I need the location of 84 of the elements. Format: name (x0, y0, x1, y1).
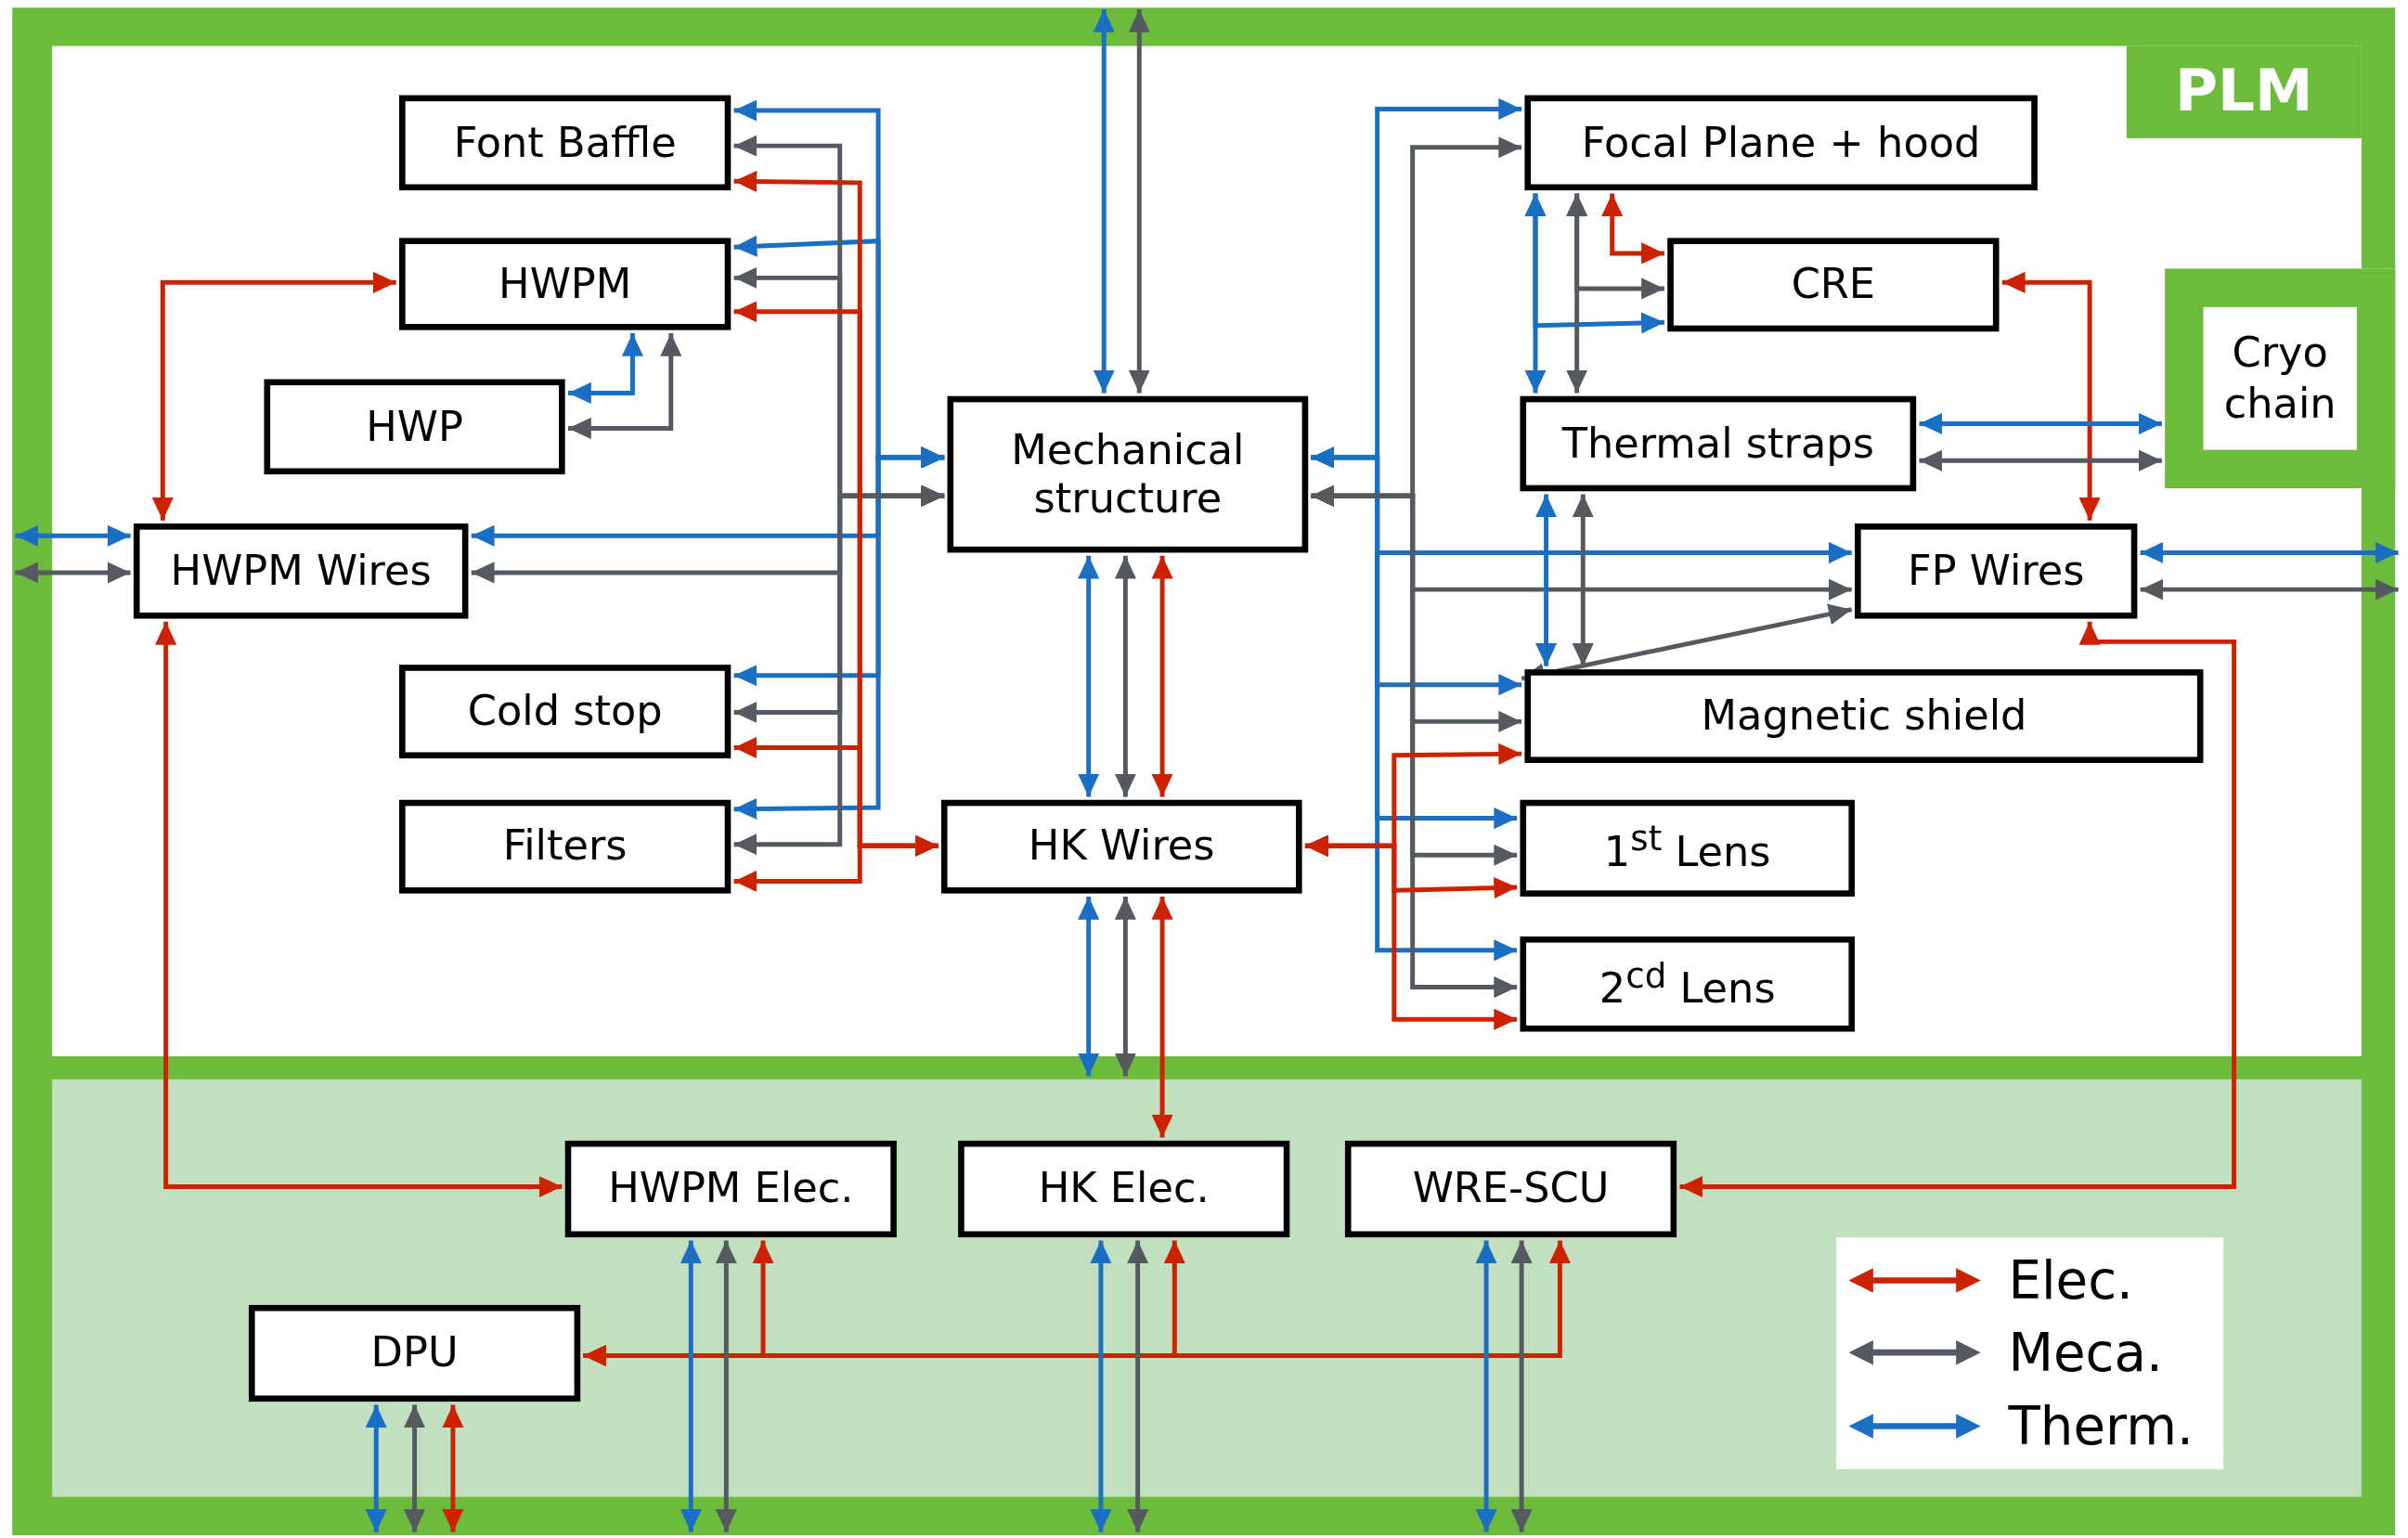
arrow (1128, 8, 1150, 394)
arrow (1151, 896, 1173, 1138)
process-box (958, 1140, 1290, 1238)
arrow (15, 524, 131, 547)
process-box (940, 799, 1302, 894)
arrow (1566, 193, 1588, 394)
arrow (365, 1404, 387, 1532)
box-label: HK Wires (1028, 821, 1215, 872)
arrow (680, 1240, 702, 1532)
arrow (568, 332, 682, 440)
process-box (399, 799, 731, 894)
box-label: WRE-SCU (1412, 1164, 1610, 1214)
process-box (399, 95, 731, 191)
group-title: PLM (2126, 45, 2362, 138)
arrow (1151, 555, 1173, 797)
process-box (1855, 523, 2138, 619)
box-label: HWPM Elec. (608, 1164, 854, 1214)
box-label: Focal Plane + hood (1581, 118, 1981, 168)
arrow (1524, 193, 1547, 394)
box-label: Magnetic shield (1701, 691, 2027, 742)
process-box (947, 395, 1309, 553)
arrow (2140, 541, 2399, 563)
arrow (715, 1240, 737, 1532)
arrow (2001, 271, 2101, 521)
legend-label: Meca. (2008, 1322, 2163, 1385)
box-label: CRE (1791, 260, 1876, 310)
process-box (399, 238, 731, 330)
arrow (1679, 621, 2237, 1198)
arrow (155, 621, 563, 1198)
arrow (1090, 1240, 1112, 1532)
box-label: DPU (370, 1328, 459, 1378)
arrow (442, 1404, 464, 1532)
arrow (1535, 494, 1558, 666)
arrow (1114, 555, 1136, 797)
arrow (733, 834, 939, 892)
arrow (1127, 1240, 1149, 1532)
arrow (1601, 193, 1664, 265)
arrow (583, 1240, 1572, 1367)
process-box (248, 1304, 581, 1402)
arrow (1093, 8, 1115, 394)
box-label: Font Baffle (453, 118, 677, 168)
arrow (151, 271, 396, 521)
box-label: Thermal straps (1561, 419, 1874, 469)
box-label: HWPM (498, 259, 632, 309)
process-box (1520, 936, 1856, 1032)
arrow (1304, 834, 1518, 1030)
process-box (1344, 1140, 1677, 1238)
box-label: Cold stop (467, 686, 663, 737)
arrow (1919, 449, 2162, 472)
arrow (733, 485, 945, 856)
box-label: Filters (502, 821, 628, 872)
region-panel (52, 45, 2362, 1056)
box-label: FP Wires (1907, 546, 2085, 596)
process-box (564, 1140, 897, 1238)
box-label: 2$^{cd}$ Lens (1599, 954, 1776, 1014)
arrow (1078, 896, 1100, 1077)
legend-label: Therm. (2008, 1395, 2194, 1457)
process-box (133, 523, 469, 619)
arrow (1572, 494, 1594, 666)
box-label: HK Elec. (1038, 1164, 1210, 1214)
box-label: HWP (366, 402, 463, 452)
box-label: 1$^{st}$ Lens (1603, 819, 1771, 878)
box-label: HWPM Wires (170, 546, 432, 596)
arrow (1475, 1240, 1497, 1532)
process-box (399, 665, 731, 759)
arrow (1114, 896, 1136, 1077)
arrow (2140, 578, 2399, 601)
arrow (733, 446, 945, 820)
process-box (2165, 268, 2396, 488)
process-box (1520, 395, 1917, 492)
arrow (15, 562, 131, 584)
process-box (1524, 669, 2204, 764)
arrow (568, 332, 644, 404)
process-box (264, 379, 565, 475)
box-label: Cryo chain (2222, 329, 2337, 428)
process-box (1524, 95, 2038, 191)
legend-label: Elec. (2008, 1249, 2133, 1312)
box-label: Mechanical structure (1010, 424, 1246, 524)
arrow (404, 1404, 426, 1532)
arrow (1510, 1240, 1533, 1532)
arrow (1078, 555, 1100, 797)
process-box (1520, 799, 1856, 897)
process-box (1667, 238, 2000, 332)
arrow (1919, 412, 2162, 435)
